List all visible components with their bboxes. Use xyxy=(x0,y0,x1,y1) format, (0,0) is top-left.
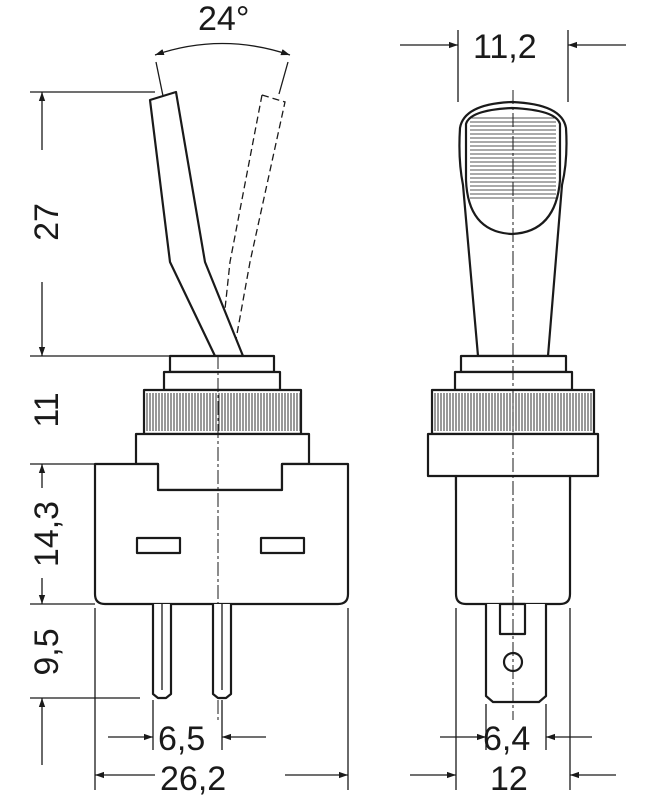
dim-side-width: 12 xyxy=(490,760,528,798)
side-view xyxy=(426,90,600,720)
dim-head-width: 11,2 xyxy=(473,28,537,66)
dim-body-height: 14,3 xyxy=(28,501,66,567)
dim-body-width: 26,2 xyxy=(160,760,226,798)
dim-pin-length: 9,5 xyxy=(28,628,66,675)
dim-pin-spacing: 6,5 xyxy=(158,720,205,758)
switch-body xyxy=(93,462,350,606)
terminal-pins xyxy=(151,604,233,700)
lever-alternate-position xyxy=(219,94,286,357)
body-slot-right xyxy=(259,536,306,555)
body-slot-left xyxy=(135,536,182,555)
dim-bezel-height: 11 xyxy=(28,392,66,427)
front-view xyxy=(93,90,350,720)
lever-collar xyxy=(168,354,276,374)
toggle-lever xyxy=(148,90,245,358)
dim-lever-height: 27 xyxy=(28,203,66,241)
dimension-lines xyxy=(30,30,626,790)
dim-angle: 24° xyxy=(198,0,249,38)
dim-tab-width: 6,4 xyxy=(483,720,530,758)
lever-collar-base xyxy=(162,370,282,392)
knurled-bezel xyxy=(142,388,303,436)
